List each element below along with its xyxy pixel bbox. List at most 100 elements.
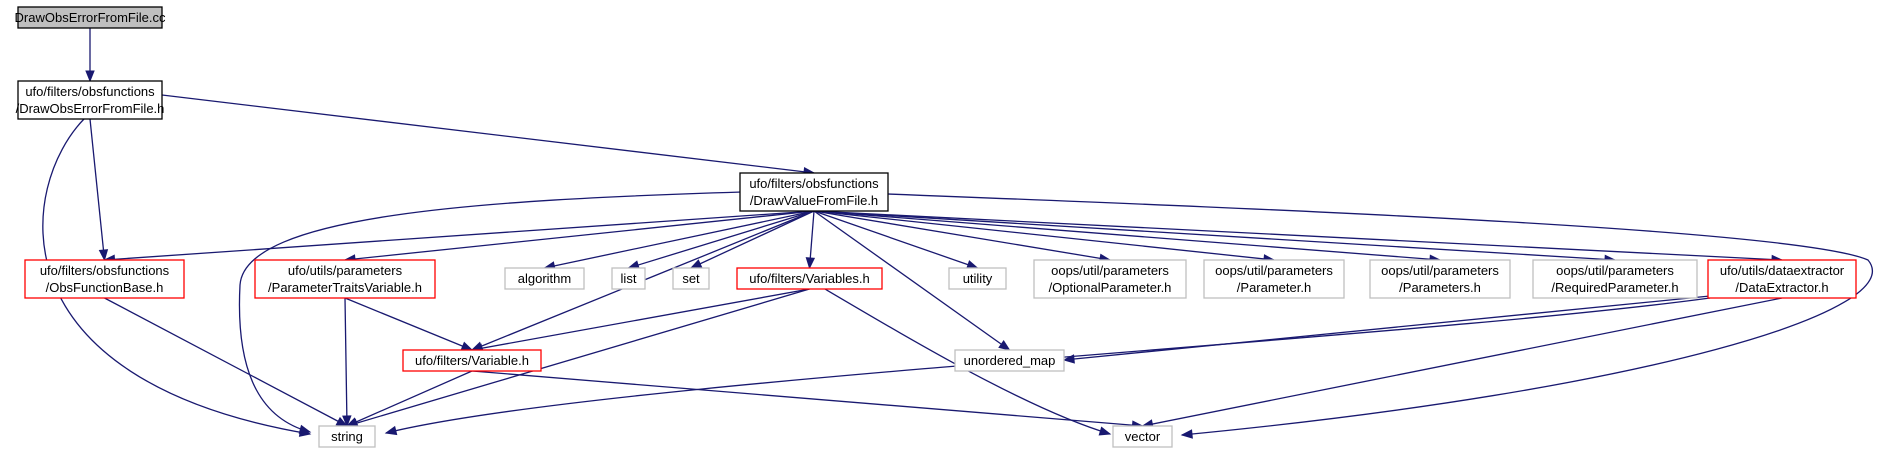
edge-arrowhead: [460, 341, 474, 351]
node-vector: vector: [1112, 425, 1173, 448]
node-label: ufo/filters/obsfunctions: [25, 84, 155, 99]
edge-arrowhead: [298, 424, 312, 434]
edge-line: [690, 210, 815, 269]
node-set: set: [672, 267, 710, 290]
edge-draw-value-h-to-variables-h: [805, 210, 816, 270]
edge-line: [344, 297, 348, 427]
node-label: /Parameters.h: [1399, 280, 1481, 295]
edge-line: [813, 210, 1275, 261]
edge-line: [344, 210, 815, 261]
node-label: algorithm: [518, 271, 571, 286]
node-box: [739, 172, 889, 212]
edge-variables-h-to-variable-h: [470, 288, 810, 353]
edge-arrowhead: [998, 340, 1011, 351]
edge-root-to-draw-obs-error-h: [85, 28, 95, 83]
edge-draw-value-h-to-requiredparam-h: [813, 210, 1617, 265]
node-label: unordered_map: [964, 353, 1056, 368]
edge-draw-value-h-to-dataextractor-h: [813, 210, 1784, 265]
node-string: string: [318, 425, 376, 448]
edge-draw-value-h-to-unordered-map: [813, 210, 1011, 351]
node-box: [24, 259, 185, 299]
node-dataextractor-h[interactable]: ufo/utils/dataextractor/DataExtractor.h: [1707, 259, 1857, 299]
edge-paramtraitsvar-h-to-string: [342, 297, 352, 428]
edge-line: [813, 210, 1441, 261]
edge-line: [161, 94, 815, 174]
node-algorithm: algorithm: [504, 267, 585, 290]
edge-arrowhead: [1180, 429, 1193, 439]
edge-arrowhead: [805, 257, 816, 270]
edge-line: [813, 210, 978, 269]
node-label: vector: [1125, 429, 1161, 444]
edge-line: [1142, 297, 1783, 427]
edge-line: [238, 191, 743, 433]
node-utility: utility: [948, 267, 1007, 290]
edge-line: [813, 210, 1783, 261]
node-box: [954, 349, 1065, 372]
node-box: [672, 267, 710, 290]
node-paramtraitsvar-h[interactable]: ufo/utils/parameters/ParameterTraitsVari…: [254, 259, 436, 299]
node-box: [611, 267, 646, 290]
edge-draw-obs-error-h-to-obsfunctionbase-h: [89, 118, 109, 262]
node-box: [1532, 259, 1698, 299]
edge-draw-obs-error-h-to-draw-value-h: [161, 94, 816, 177]
node-draw-value-h[interactable]: ufo/filters/obsfunctions/DrawValueFromFi…: [739, 172, 889, 212]
edge-draw-value-h-to-obsfunctionbase-h: [103, 210, 815, 265]
edge-variable-h-to-vector: [471, 370, 1144, 430]
node-label: list: [621, 271, 637, 286]
node-box: [1203, 259, 1345, 299]
node-label: ufo/filters/Variable.h: [415, 353, 529, 368]
node-label: /RequiredParameter.h: [1551, 280, 1678, 295]
node-label: /DrawValueFromFile.h: [750, 193, 878, 208]
edge-line: [104, 297, 348, 427]
node-variable-h[interactable]: ufo/filters/Variable.h: [402, 349, 542, 372]
node-box: [318, 425, 376, 448]
node-label: DrawObsErrorFromFile.cc: [15, 10, 166, 25]
node-label: /DataExtractor.h: [1735, 280, 1828, 295]
edge-line: [471, 288, 810, 351]
edge-line: [346, 370, 473, 427]
node-obsfunctionbase-h[interactable]: ufo/filters/obsfunctions/ObsFunctionBase…: [24, 259, 185, 299]
node-label: oops/util/parameters: [1381, 263, 1499, 278]
node-box: [17, 6, 163, 29]
edge-variable-h-to-string: [345, 370, 473, 427]
edge-draw-value-h-to-paramtraitsvar-h: [343, 210, 815, 264]
node-label: /OptionalParameter.h: [1049, 280, 1172, 295]
node-label: ufo/utils/parameters: [288, 263, 403, 278]
edge-draw-value-h-to-list: [627, 210, 815, 270]
node-box: [1112, 425, 1173, 448]
edge-line: [471, 370, 1143, 427]
edge-line: [346, 288, 810, 427]
edge-arrowhead: [85, 70, 95, 83]
node-requiredparam-h: oops/util/parameters/RequiredParameter.h: [1532, 259, 1698, 299]
edge-draw-value-h-to-parameter-h: [813, 210, 1276, 264]
node-label: oops/util/parameters: [1215, 263, 1333, 278]
edge-arrowhead: [384, 425, 398, 436]
edge-line: [628, 210, 815, 269]
node-label: ufo/filters/Variables.h: [749, 271, 869, 286]
node-box: [504, 267, 585, 290]
edge-obsfunctionbase-h-to-string: [104, 297, 349, 427]
node-draw-obs-error-h[interactable]: ufo/filters/obsfunctions/DrawObsErrorFro…: [16, 80, 165, 120]
edge-line: [824, 288, 1111, 435]
nodes-layer: DrawObsErrorFromFile.cc ufo/filters/obsfu…: [15, 6, 1857, 448]
node-parameters-h: oops/util/parameters/Parameters.h: [1369, 259, 1511, 299]
edge-line: [89, 118, 106, 261]
node-label: /ObsFunctionBase.h: [46, 280, 164, 295]
node-label: ufo/filters/obsfunctions: [749, 176, 879, 191]
edge-draw-value-h-to-parameters-h: [813, 210, 1442, 264]
edge-arrowhead: [342, 415, 352, 428]
edge-line: [813, 210, 1111, 261]
node-variables-h[interactable]: ufo/filters/Variables.h: [736, 267, 883, 290]
node-box: [736, 267, 883, 290]
node-label: oops/util/parameters: [1051, 263, 1169, 278]
edge-line: [813, 210, 1616, 261]
node-unordered-map: unordered_map: [954, 349, 1065, 372]
node-box: [1707, 259, 1857, 299]
edge-dataextractor-h-to-unordered-map: [1062, 295, 1711, 364]
edge-line: [104, 210, 815, 261]
edge-arrowhead: [689, 259, 703, 269]
node-root: DrawObsErrorFromFile.cc: [15, 6, 166, 29]
edge-line: [344, 297, 473, 351]
edge-variables-h-to-vector: [824, 288, 1112, 436]
node-label: ufo/utils/dataextractor: [1720, 263, 1845, 278]
